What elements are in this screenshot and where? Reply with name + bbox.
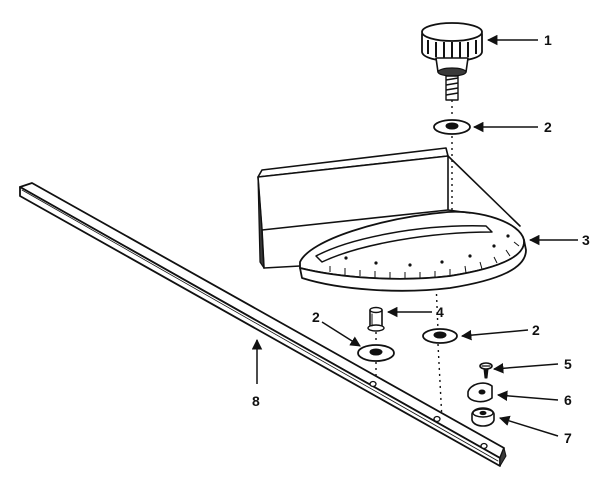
callout-3: 3 — [582, 232, 590, 248]
callout-6: 6 — [564, 392, 572, 408]
clip — [467, 382, 493, 403]
nut — [471, 407, 495, 427]
callout-2-bar: 2 — [312, 309, 320, 325]
callout-2-right: 2 — [532, 322, 540, 338]
bar-hole — [369, 380, 377, 388]
washer-top — [433, 119, 471, 135]
callout-5: 5 — [564, 356, 572, 372]
miter-bar — [19, 182, 507, 467]
callout-labels: 1 2 3 4 2 2 5 6 7 8 — [252, 32, 590, 446]
miter-head — [257, 147, 527, 292]
knob — [421, 22, 483, 101]
callout-2-top: 2 — [544, 119, 552, 135]
callout-4: 4 — [436, 304, 444, 320]
scale-marks — [344, 234, 510, 267]
callout-8: 8 — [252, 393, 260, 409]
callout-1: 1 — [544, 32, 552, 48]
degree-scale — [329, 241, 520, 279]
stop-pin — [367, 306, 385, 332]
screw — [479, 362, 493, 379]
callout-7: 7 — [564, 430, 572, 446]
washer-right — [422, 328, 458, 344]
bar-hole — [480, 442, 488, 450]
washer-bar — [357, 344, 395, 362]
callout-leaders — [251, 34, 578, 437]
bar-hole — [433, 415, 441, 423]
